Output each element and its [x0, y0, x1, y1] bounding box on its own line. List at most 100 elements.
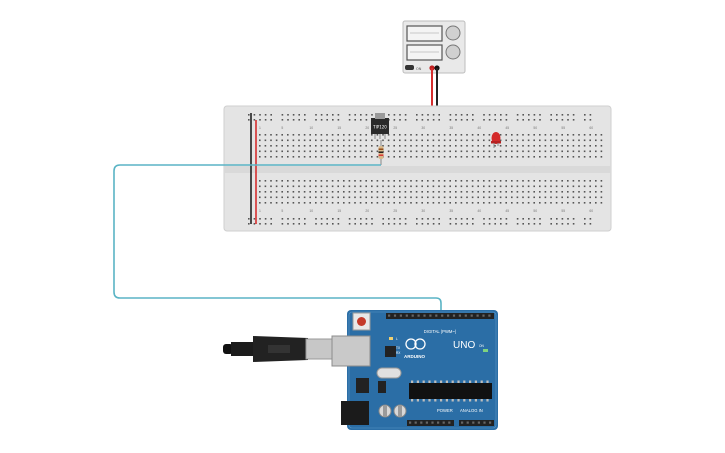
- rail-hole: [460, 218, 463, 220]
- bottom-pins[interactable]: [409, 421, 492, 424]
- terminal-hole: [365, 180, 367, 182]
- terminal-hole: [595, 196, 597, 199]
- terminal-hole: [432, 185, 435, 188]
- rail-hole: [533, 218, 536, 220]
- reset-button-icon[interactable]: [357, 317, 366, 326]
- terminal-hole: [382, 185, 384, 188]
- terminal-hole: [359, 150, 362, 153]
- terminal-hole: [471, 139, 474, 142]
- rail-hole: [500, 119, 502, 121]
- arduino-uno[interactable]: DIGITAL (PWM~) ARDUINO UNO POWER ANALOG …: [331, 310, 498, 430]
- rail-hole: [488, 218, 491, 220]
- terminal-hole: [432, 180, 435, 182]
- terminal-hole: [527, 150, 530, 153]
- voltage-knob-icon[interactable]: [445, 25, 461, 41]
- terminal-hole: [595, 134, 597, 136]
- power-supply-on-label: ON: [416, 67, 422, 71]
- terminal-hole: [595, 191, 597, 193]
- terminal-hole: [595, 145, 597, 147]
- terminal-hole: [539, 196, 541, 199]
- terminal-hole: [387, 156, 390, 158]
- header-pin: [409, 421, 412, 424]
- terminal-hole: [309, 156, 311, 158]
- resistor[interactable]: [378, 140, 384, 165]
- rail-hole: [365, 114, 368, 116]
- terminal-hole: [275, 180, 278, 182]
- terminal-hole: [477, 134, 479, 136]
- rail-hole: [248, 119, 250, 121]
- rail-hole: [292, 114, 295, 116]
- chip-leg: [457, 399, 460, 402]
- terminal-hole: [348, 202, 351, 204]
- rail-hole: [348, 114, 351, 116]
- terminal-hole: [298, 139, 300, 142]
- terminal-hole: [600, 139, 603, 142]
- transistor[interactable]: TIP120: [371, 113, 389, 139]
- rail-hole: [354, 218, 356, 220]
- power-supply[interactable]: ON: [402, 20, 466, 74]
- rail-hole: [259, 218, 261, 220]
- terminal-hole: [337, 196, 339, 199]
- power-switch[interactable]: [405, 65, 414, 70]
- terminal-hole: [438, 139, 440, 142]
- power-header[interactable]: [407, 420, 454, 426]
- current-knob-icon[interactable]: [445, 44, 461, 60]
- led[interactable]: [491, 132, 501, 148]
- terminal-hole: [595, 202, 597, 204]
- terminal-hole: [427, 191, 429, 193]
- rail-hole: [522, 218, 524, 220]
- terminal-hole: [494, 191, 496, 193]
- terminal-hole: [527, 191, 530, 193]
- terminal-hole: [600, 134, 603, 136]
- breadboard-holes[interactable]: [248, 114, 603, 225]
- terminal-hole: [466, 202, 468, 204]
- rail-hole: [326, 114, 328, 116]
- terminal-hole: [555, 191, 558, 193]
- header-pin: [466, 421, 469, 424]
- breadboard[interactable]: 1155101015152020252530303535404045455050…: [223, 105, 612, 232]
- terminal-hole: [259, 150, 261, 153]
- usb-cable-icon[interactable]: [223, 336, 333, 362]
- analog-header[interactable]: [459, 420, 494, 426]
- terminal-hole: [494, 150, 496, 153]
- terminal-hole: [354, 150, 356, 153]
- terminal-hole: [494, 185, 496, 188]
- rail-hole: [494, 218, 496, 220]
- rail-hole: [561, 119, 564, 121]
- terminal-hole: [544, 185, 547, 188]
- terminal-hole: [376, 191, 379, 193]
- terminal-hole: [421, 185, 423, 188]
- terminal-hole: [264, 145, 267, 147]
- rail-hole: [466, 223, 468, 225]
- rail-hole: [589, 218, 592, 220]
- terminal-hole: [410, 145, 412, 147]
- digital-pins[interactable]: [388, 314, 491, 317]
- signal-wire[interactable]: [113, 164, 442, 316]
- terminal-hole: [303, 150, 306, 153]
- terminal-hole: [415, 139, 418, 142]
- rail-hole: [248, 223, 250, 225]
- terminal-hole: [320, 180, 323, 182]
- terminal-hole: [287, 191, 289, 193]
- terminal-hole: [572, 180, 575, 182]
- rail-hole: [354, 114, 356, 116]
- terminal-hole: [466, 185, 468, 188]
- terminal-hole: [505, 139, 507, 142]
- chip-leg: [411, 380, 414, 383]
- digital-header[interactable]: [386, 313, 494, 319]
- terminal-hole: [427, 150, 429, 153]
- terminal-hole: [505, 134, 507, 136]
- rail-hole: [522, 114, 524, 116]
- terminal-hole: [443, 134, 446, 136]
- terminal-hole: [488, 156, 491, 158]
- terminal-hole: [550, 196, 552, 199]
- terminal-hole: [326, 180, 328, 182]
- terminal-hole: [354, 202, 356, 204]
- terminal-hole: [365, 196, 367, 199]
- terminal-hole: [499, 196, 502, 199]
- terminal-hole: [393, 145, 395, 147]
- rail-hole: [449, 223, 452, 225]
- terminal-hole: [343, 196, 345, 199]
- terminal-hole: [572, 185, 575, 188]
